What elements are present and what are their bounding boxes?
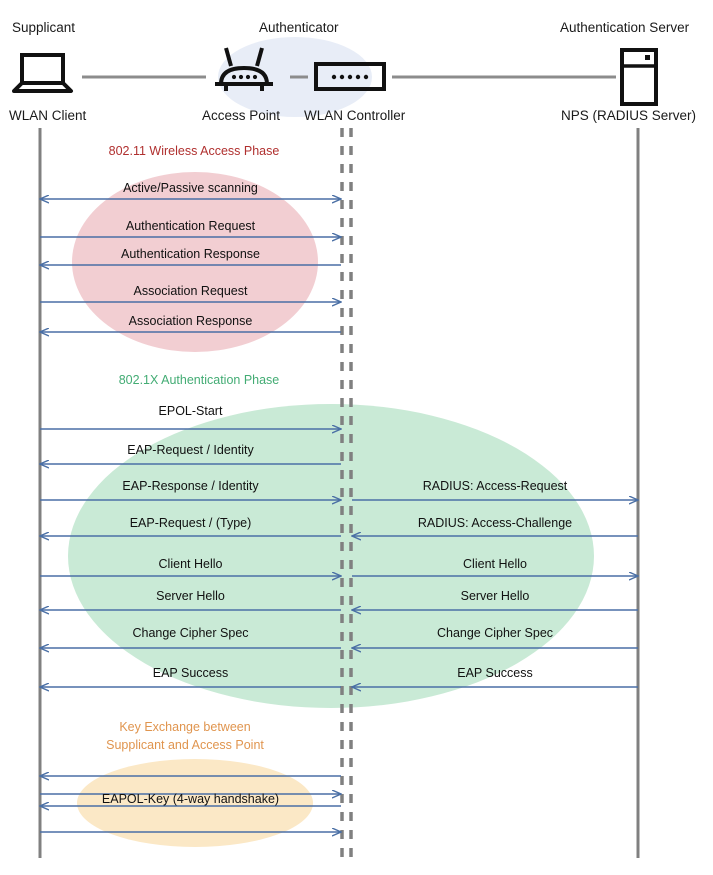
- message-label: Authentication Request: [126, 219, 256, 233]
- message-row: EAP-Response / Identity: [40, 479, 341, 500]
- message-label: Association Response: [129, 314, 253, 328]
- message-label: Server Hello: [461, 589, 530, 603]
- phase-ellipse-wireless-access: [72, 172, 318, 352]
- phase-label-key-exchange-line2: Supplicant and Access Point: [106, 738, 264, 752]
- message-label: EAP Success: [153, 666, 229, 680]
- message-row: EAP-Request / Identity: [40, 443, 341, 464]
- actor-role-supplicant: Supplicant: [12, 20, 75, 35]
- message-label: EAP Success: [457, 666, 533, 680]
- wireless-router-icon: [215, 47, 273, 91]
- phase-label-wireless-access: 802.11 Wireless Access Phase: [109, 144, 280, 158]
- message-row: EAP-Request / (Type): [40, 516, 341, 536]
- phase-ellipse-dot1x-auth: [68, 404, 594, 708]
- message-label: EPOL-Start: [159, 404, 223, 418]
- message-label: Change Cipher Spec: [132, 626, 248, 640]
- message-row: Change Cipher Spec: [40, 626, 341, 648]
- message-row: Authentication Response: [40, 247, 341, 265]
- message-row: Active/Passive scanning: [40, 181, 341, 199]
- laptop-icon: [12, 53, 73, 93]
- message-row: Client Hello: [40, 557, 341, 576]
- message-row: EAP Success: [40, 666, 341, 687]
- actor-device-wlan-client: WLAN Client: [9, 108, 87, 123]
- message-row: EAP Success: [352, 666, 638, 687]
- server-tower-icon: [620, 48, 658, 106]
- actor-device-access-point: Access Point: [202, 108, 280, 123]
- message-row: EAPOL-Key (4-way handshake): [40, 792, 341, 806]
- message-row: Association Response: [40, 314, 341, 332]
- phase-label-dot1x-auth: 802.1X Authentication Phase: [119, 373, 280, 387]
- message-row: EPOL-Start: [40, 404, 341, 429]
- actor-role-authentication-server: Authentication Server: [560, 20, 690, 35]
- message-label: Client Hello: [159, 557, 223, 571]
- phase-ellipse-key-exchange: [77, 759, 313, 847]
- message-row: Server Hello: [352, 589, 638, 610]
- message-row: Association Request: [40, 284, 341, 302]
- network-switch-icon: [314, 62, 386, 91]
- message-label: Association Request: [134, 284, 248, 298]
- message-label: RADIUS: Access-Challenge: [418, 516, 572, 530]
- actor-role-authenticator: Authenticator: [259, 20, 339, 35]
- message-label: Active/Passive scanning: [123, 181, 258, 195]
- message-label: Client Hello: [463, 557, 527, 571]
- message-row: Server Hello: [40, 589, 341, 610]
- message-row: RADIUS: Access-Challenge: [352, 516, 638, 536]
- message-label: EAP-Response / Identity: [122, 479, 259, 493]
- phase-label-key-exchange-line1: Key Exchange between: [119, 720, 250, 734]
- message-row: Client Hello: [352, 557, 638, 576]
- message-label: Authentication Response: [121, 247, 260, 261]
- message-label: EAP-Request / (Type): [130, 516, 252, 530]
- message-row: RADIUS: Access-Request: [352, 479, 638, 500]
- actor-device-wlan-controller: WLAN Controller: [304, 108, 406, 123]
- message-row: Authentication Request: [40, 219, 341, 237]
- message-label: Server Hello: [156, 589, 225, 603]
- message-label: RADIUS: Access-Request: [423, 479, 568, 493]
- message-row: Change Cipher Spec: [352, 626, 638, 648]
- message-label: EAP-Request / Identity: [127, 443, 254, 457]
- message-label: Change Cipher Spec: [437, 626, 553, 640]
- message-label: EAPOL-Key (4-way handshake): [102, 792, 279, 806]
- actor-device-nps-radius-server: NPS (RADIUS Server): [561, 108, 696, 123]
